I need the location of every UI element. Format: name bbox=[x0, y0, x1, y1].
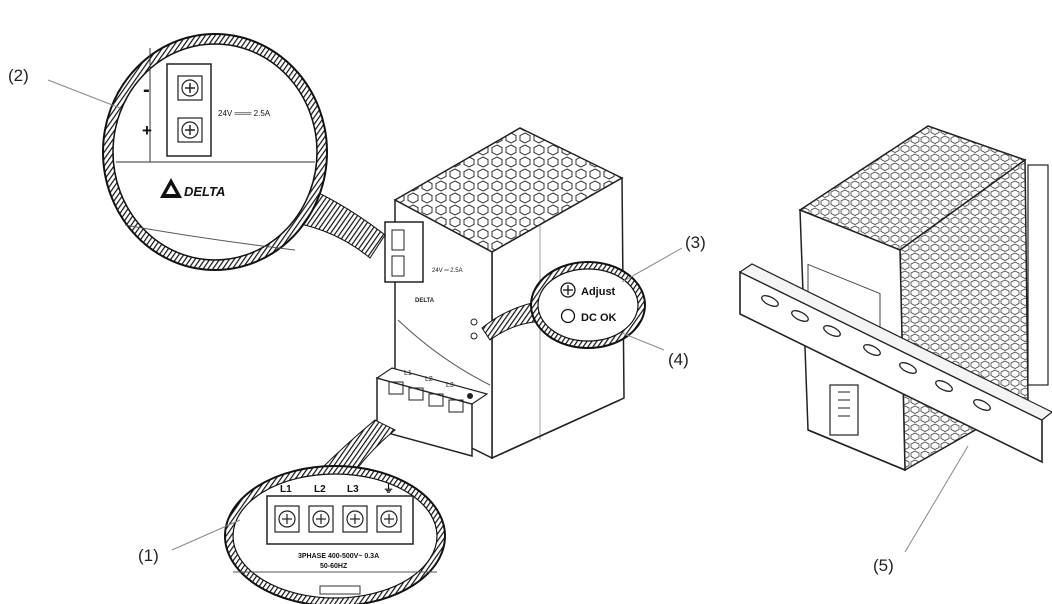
unit-l3-label: L3 bbox=[446, 382, 454, 389]
input-spec-line1: 3PHASE 400-500V~ 0.3A bbox=[298, 553, 379, 560]
ground-icon: ⏚ bbox=[383, 482, 394, 495]
input-spec-line2: 50-60HZ bbox=[320, 563, 348, 570]
input-l3-label: L3 bbox=[347, 484, 359, 495]
output-brand-label: DELTA bbox=[184, 184, 225, 199]
output-plus-label: + bbox=[142, 121, 152, 140]
callout-4: (4) bbox=[668, 350, 689, 369]
callout-2: (2) bbox=[8, 66, 29, 85]
input-l1-label: L1 bbox=[280, 484, 292, 495]
unit-brand-label: DELTA bbox=[415, 298, 435, 304]
callout-3: (3) bbox=[685, 233, 706, 252]
unit-l1-label: L1 bbox=[404, 370, 412, 377]
callout-5: (5) bbox=[873, 556, 894, 575]
led-zoom-callout: Adjust DC OK bbox=[481, 261, 646, 349]
leader-line-4 bbox=[621, 332, 665, 351]
output-zoom-callout: - + 24V ═══ 2.5A DELTA bbox=[102, 33, 386, 271]
output-minus-label: - bbox=[143, 79, 150, 101]
unit-adjust-pot bbox=[470, 318, 478, 326]
input-l2-label: L2 bbox=[314, 484, 326, 495]
leader-lines bbox=[47, 79, 969, 553]
input-zoom-callout: L1 L2 L3 ⏚ 3PHASE 400-500V~ 0.3A 50-60HZ bbox=[224, 419, 446, 604]
input-terminal-zoom bbox=[266, 495, 414, 545]
input-zoom-pointer bbox=[319, 419, 396, 479]
leader-line-3 bbox=[621, 247, 683, 283]
adjust-pot-icon bbox=[560, 282, 576, 298]
leader-line-1 bbox=[171, 519, 241, 551]
leader-line-2 bbox=[47, 79, 121, 109]
dc-ok-led-icon bbox=[560, 308, 576, 324]
unit-l2-label: L2 bbox=[425, 376, 433, 383]
din-clip bbox=[829, 384, 859, 436]
output-terminal-zoom bbox=[166, 63, 212, 157]
power-supply-rear-view bbox=[738, 125, 1052, 472]
adjust-label: Adjust bbox=[581, 286, 616, 298]
leader-line-5 bbox=[904, 445, 969, 553]
output-rating-label: 24V ═══ 2.5A bbox=[218, 109, 271, 118]
callout-1: (1) bbox=[138, 546, 159, 565]
unit-dc-ok-led bbox=[470, 332, 478, 340]
unit-rating-label: 24V ═ 2.5A bbox=[432, 268, 463, 274]
dc-ok-label: DC OK bbox=[581, 312, 617, 324]
